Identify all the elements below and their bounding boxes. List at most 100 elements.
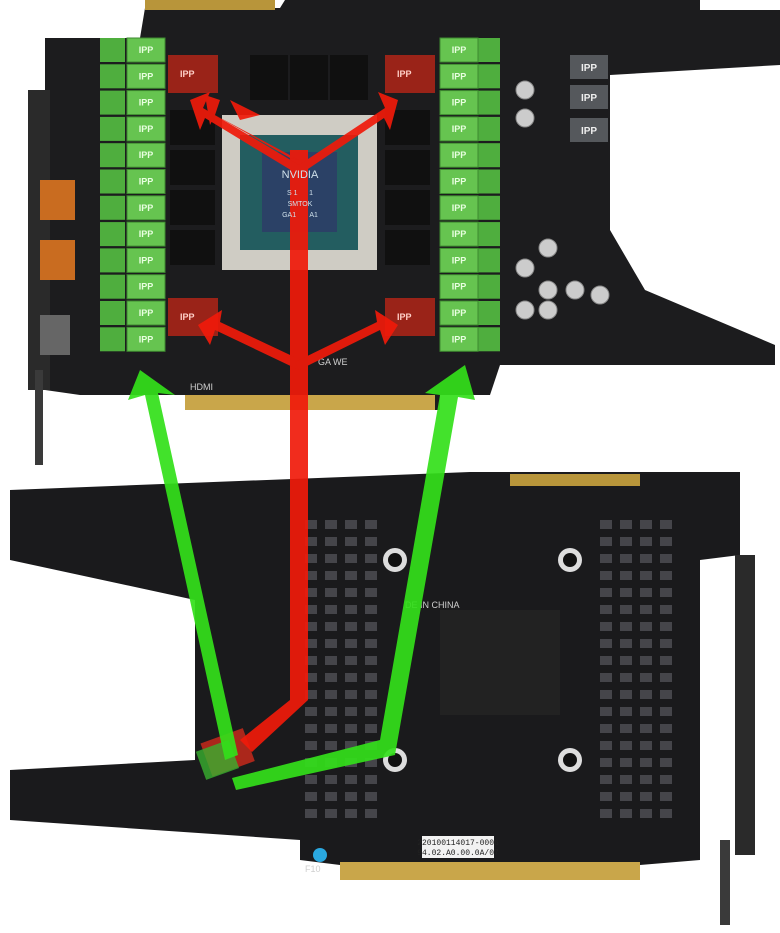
inductor-highlight <box>100 274 125 299</box>
smd-component <box>660 571 672 580</box>
red-power-stage <box>168 55 218 93</box>
power-stage-ipp <box>126 37 166 63</box>
power-stage-ipp <box>126 116 166 142</box>
power-stage-ipp <box>126 142 166 168</box>
smd-component <box>305 741 317 750</box>
smd-component <box>325 775 337 784</box>
smd-component <box>325 622 337 631</box>
inductor-highlight <box>100 169 125 194</box>
ipp-label: IPP <box>452 334 467 344</box>
smd-component <box>620 622 632 631</box>
smd-component <box>640 673 652 682</box>
inductor-highlight <box>475 301 500 325</box>
smd-component <box>365 707 377 716</box>
memory-chip <box>330 55 368 100</box>
smd-component <box>365 724 377 733</box>
power-stage-ipp <box>439 169 479 194</box>
smd-component <box>640 775 652 784</box>
inductor-highlight <box>475 195 500 220</box>
smd-component <box>600 775 612 784</box>
capacitor <box>565 280 585 300</box>
inductor-highlight <box>475 222 500 247</box>
smd-component <box>325 554 337 563</box>
smd-component <box>620 707 632 716</box>
ipp-label: IPP <box>452 45 467 55</box>
power-stage-ipp <box>126 195 166 221</box>
smd-component <box>600 588 612 597</box>
smd-component <box>345 792 357 801</box>
ipp-label: IPP <box>139 308 154 318</box>
smd-component <box>325 537 337 546</box>
smd-component <box>620 554 632 563</box>
smd-component <box>600 520 612 529</box>
smd-component <box>365 554 377 563</box>
smd-component <box>365 622 377 631</box>
power-stage-ipp <box>439 300 479 326</box>
smd-component <box>325 656 337 665</box>
smd-component <box>600 639 612 648</box>
smd-component <box>640 656 652 665</box>
power-stage-ipp <box>126 90 166 116</box>
ipp-label: IPP <box>139 255 154 265</box>
smd-component <box>640 554 652 563</box>
ipp-label: IPP <box>139 150 154 160</box>
smd-component <box>640 639 652 648</box>
smd-component <box>305 571 317 580</box>
smd-component <box>620 639 632 648</box>
ipp-label: IPP <box>452 124 467 134</box>
red-power-stage <box>385 55 435 93</box>
ipp-label: IPP <box>139 334 154 344</box>
ipp-label: IPP <box>139 45 154 55</box>
smd-component <box>640 605 652 614</box>
smd-component <box>600 690 612 699</box>
smd-component <box>640 622 652 631</box>
smd-component <box>345 741 357 750</box>
smd-component <box>305 554 317 563</box>
smd-component <box>660 775 672 784</box>
smd-component <box>305 656 317 665</box>
capacitor <box>538 238 558 258</box>
smd-component <box>660 690 672 699</box>
inductor-highlight <box>475 90 500 115</box>
ipp-label: IPP <box>139 71 154 81</box>
power-stage-ipp <box>439 274 479 300</box>
ipp-label: IPP <box>139 229 154 239</box>
smd-component <box>600 673 612 682</box>
smd-component <box>305 639 317 648</box>
power-stage-ipp <box>439 195 479 221</box>
smd-component <box>640 690 652 699</box>
power-stage-ipp <box>439 90 479 116</box>
smd-component <box>325 724 337 733</box>
smd-component <box>660 792 672 801</box>
smd-component <box>365 639 377 648</box>
smd-component <box>325 707 337 716</box>
power-stage-ipp <box>439 116 479 142</box>
power-stage-ipp <box>439 326 479 352</box>
ipp-label: IPP <box>452 255 467 265</box>
smd-component <box>325 741 337 750</box>
power-stage-ipp <box>126 300 166 326</box>
ipp-label: IPP <box>452 71 467 81</box>
smd-component <box>365 588 377 597</box>
power-stage-ipp <box>126 326 166 352</box>
green-arrows <box>128 365 475 790</box>
memory-chip <box>290 55 328 100</box>
ipp-label: IPP <box>452 150 467 160</box>
ipp-label: IPP <box>139 98 154 108</box>
smd-component <box>640 588 652 597</box>
ipp-label: IPP <box>139 203 154 213</box>
serial-sticker <box>422 836 494 858</box>
ipp-label: IPP <box>452 282 467 292</box>
smd-component <box>345 639 357 648</box>
smd-component <box>305 690 317 699</box>
smd-component <box>325 690 337 699</box>
smd-component <box>345 605 357 614</box>
smd-component <box>345 588 357 597</box>
power-stage-ipp <box>439 63 479 89</box>
smd-component <box>365 758 377 767</box>
ipp-label: IPP <box>581 93 597 104</box>
smd-component <box>365 809 377 818</box>
inductor-highlight <box>475 64 500 89</box>
smd-component <box>620 758 632 767</box>
smd-component <box>660 605 672 614</box>
